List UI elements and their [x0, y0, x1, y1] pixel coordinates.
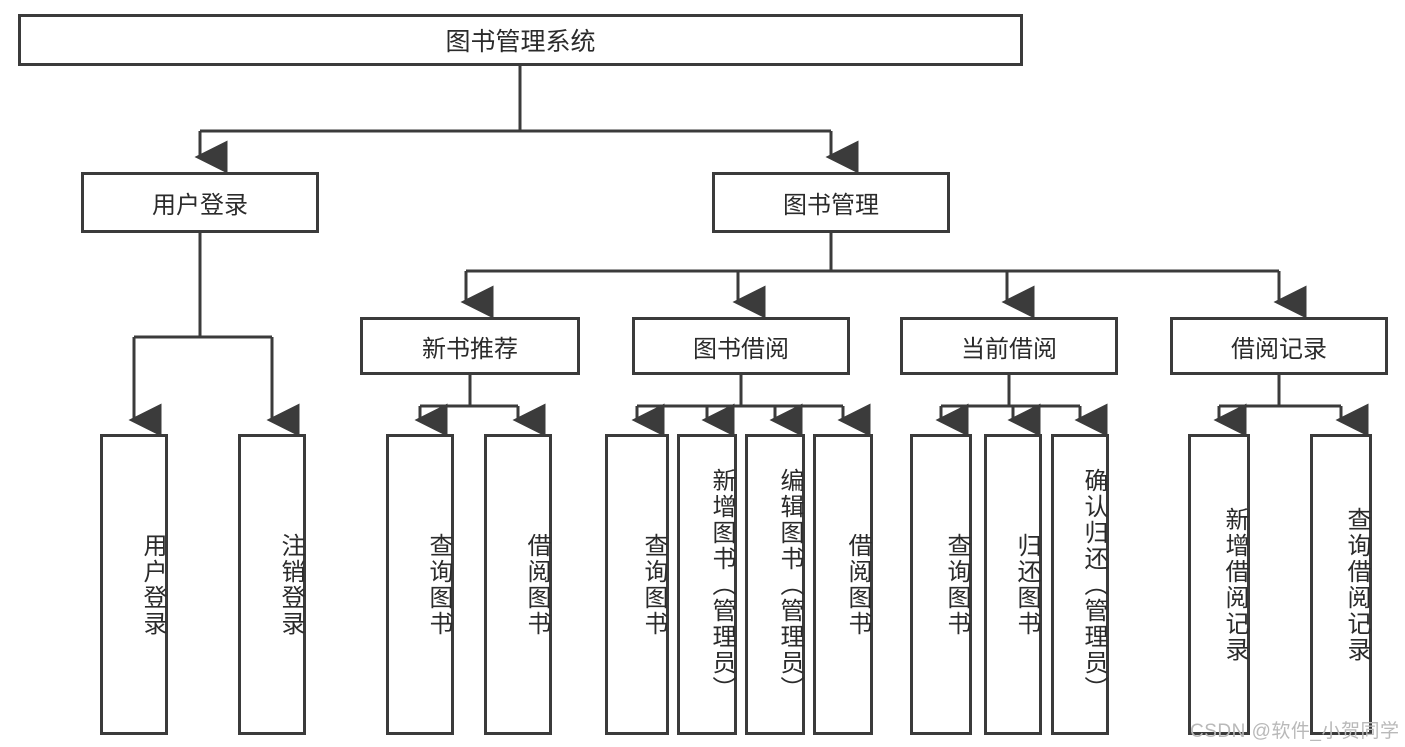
- leaf-add-borrow-record[interactable]: 新增借阅记录: [1188, 434, 1250, 735]
- leaf-edit-book-admin[interactable]: 编辑图书（管理员）: [745, 434, 805, 735]
- node-label: 图书管理系统: [445, 28, 596, 56]
- leaf-add-book-admin[interactable]: 新增图书（管理员）: [677, 434, 737, 735]
- csdn-watermark: CSDN @软件_小贺同学: [1190, 721, 1400, 742]
- leaf-borrow-books-borrowing[interactable]: 借阅图书: [813, 434, 873, 735]
- leaf-confirm-return-admin[interactable]: 确认归还（管理员）: [1051, 434, 1109, 735]
- node-label: 归还图书: [1013, 532, 1040, 637]
- node-label: 用户登录: [139, 532, 166, 637]
- node-borrowing-records[interactable]: 借阅记录: [1170, 317, 1388, 375]
- leaf-query-borrow-record[interactable]: 查询借阅记录: [1310, 434, 1372, 735]
- node-label: 查询图书: [943, 532, 970, 637]
- node-label: 查询借阅记录: [1343, 506, 1370, 663]
- leaf-query-books-borrowing[interactable]: 查询图书: [605, 434, 669, 735]
- node-label: 查询图书: [640, 532, 667, 637]
- node-label: 图书借阅: [693, 335, 789, 363]
- node-book-management-system[interactable]: 图书管理系统: [18, 14, 1023, 66]
- node-label: 编辑图书（管理员）: [776, 467, 803, 702]
- leaf-return-books[interactable]: 归还图书: [984, 434, 1042, 735]
- leaf-logout[interactable]: 注销登录: [238, 434, 306, 735]
- node-book-borrowing[interactable]: 图书借阅: [632, 317, 850, 375]
- node-label: 借阅图书: [523, 532, 550, 637]
- node-label: 借阅记录: [1231, 335, 1327, 363]
- node-label: 用户登录: [152, 192, 248, 219]
- node-user-login[interactable]: 用户登录: [81, 172, 319, 233]
- leaf-query-books-newbook[interactable]: 查询图书: [386, 434, 454, 735]
- leaf-user-login[interactable]: 用户登录: [100, 434, 168, 735]
- node-label: 查询图书: [425, 532, 452, 637]
- node-book-management[interactable]: 图书管理: [712, 172, 950, 233]
- node-label: 图书管理: [783, 192, 879, 219]
- node-label: 新增借阅记录: [1221, 506, 1248, 663]
- node-new-book-recommendation[interactable]: 新书推荐: [360, 317, 580, 375]
- leaf-borrow-books-newbook[interactable]: 借阅图书: [484, 434, 552, 735]
- leaf-query-books-current[interactable]: 查询图书: [910, 434, 972, 735]
- node-label: 确认归还（管理员）: [1080, 467, 1107, 702]
- node-label: 当前借阅: [961, 335, 1057, 363]
- node-label: 新书推荐: [422, 335, 518, 363]
- node-label: 注销登录: [277, 532, 304, 637]
- node-current-borrowing[interactable]: 当前借阅: [900, 317, 1118, 375]
- node-label: 借阅图书: [844, 532, 871, 637]
- node-label: 新增图书（管理员）: [708, 467, 735, 702]
